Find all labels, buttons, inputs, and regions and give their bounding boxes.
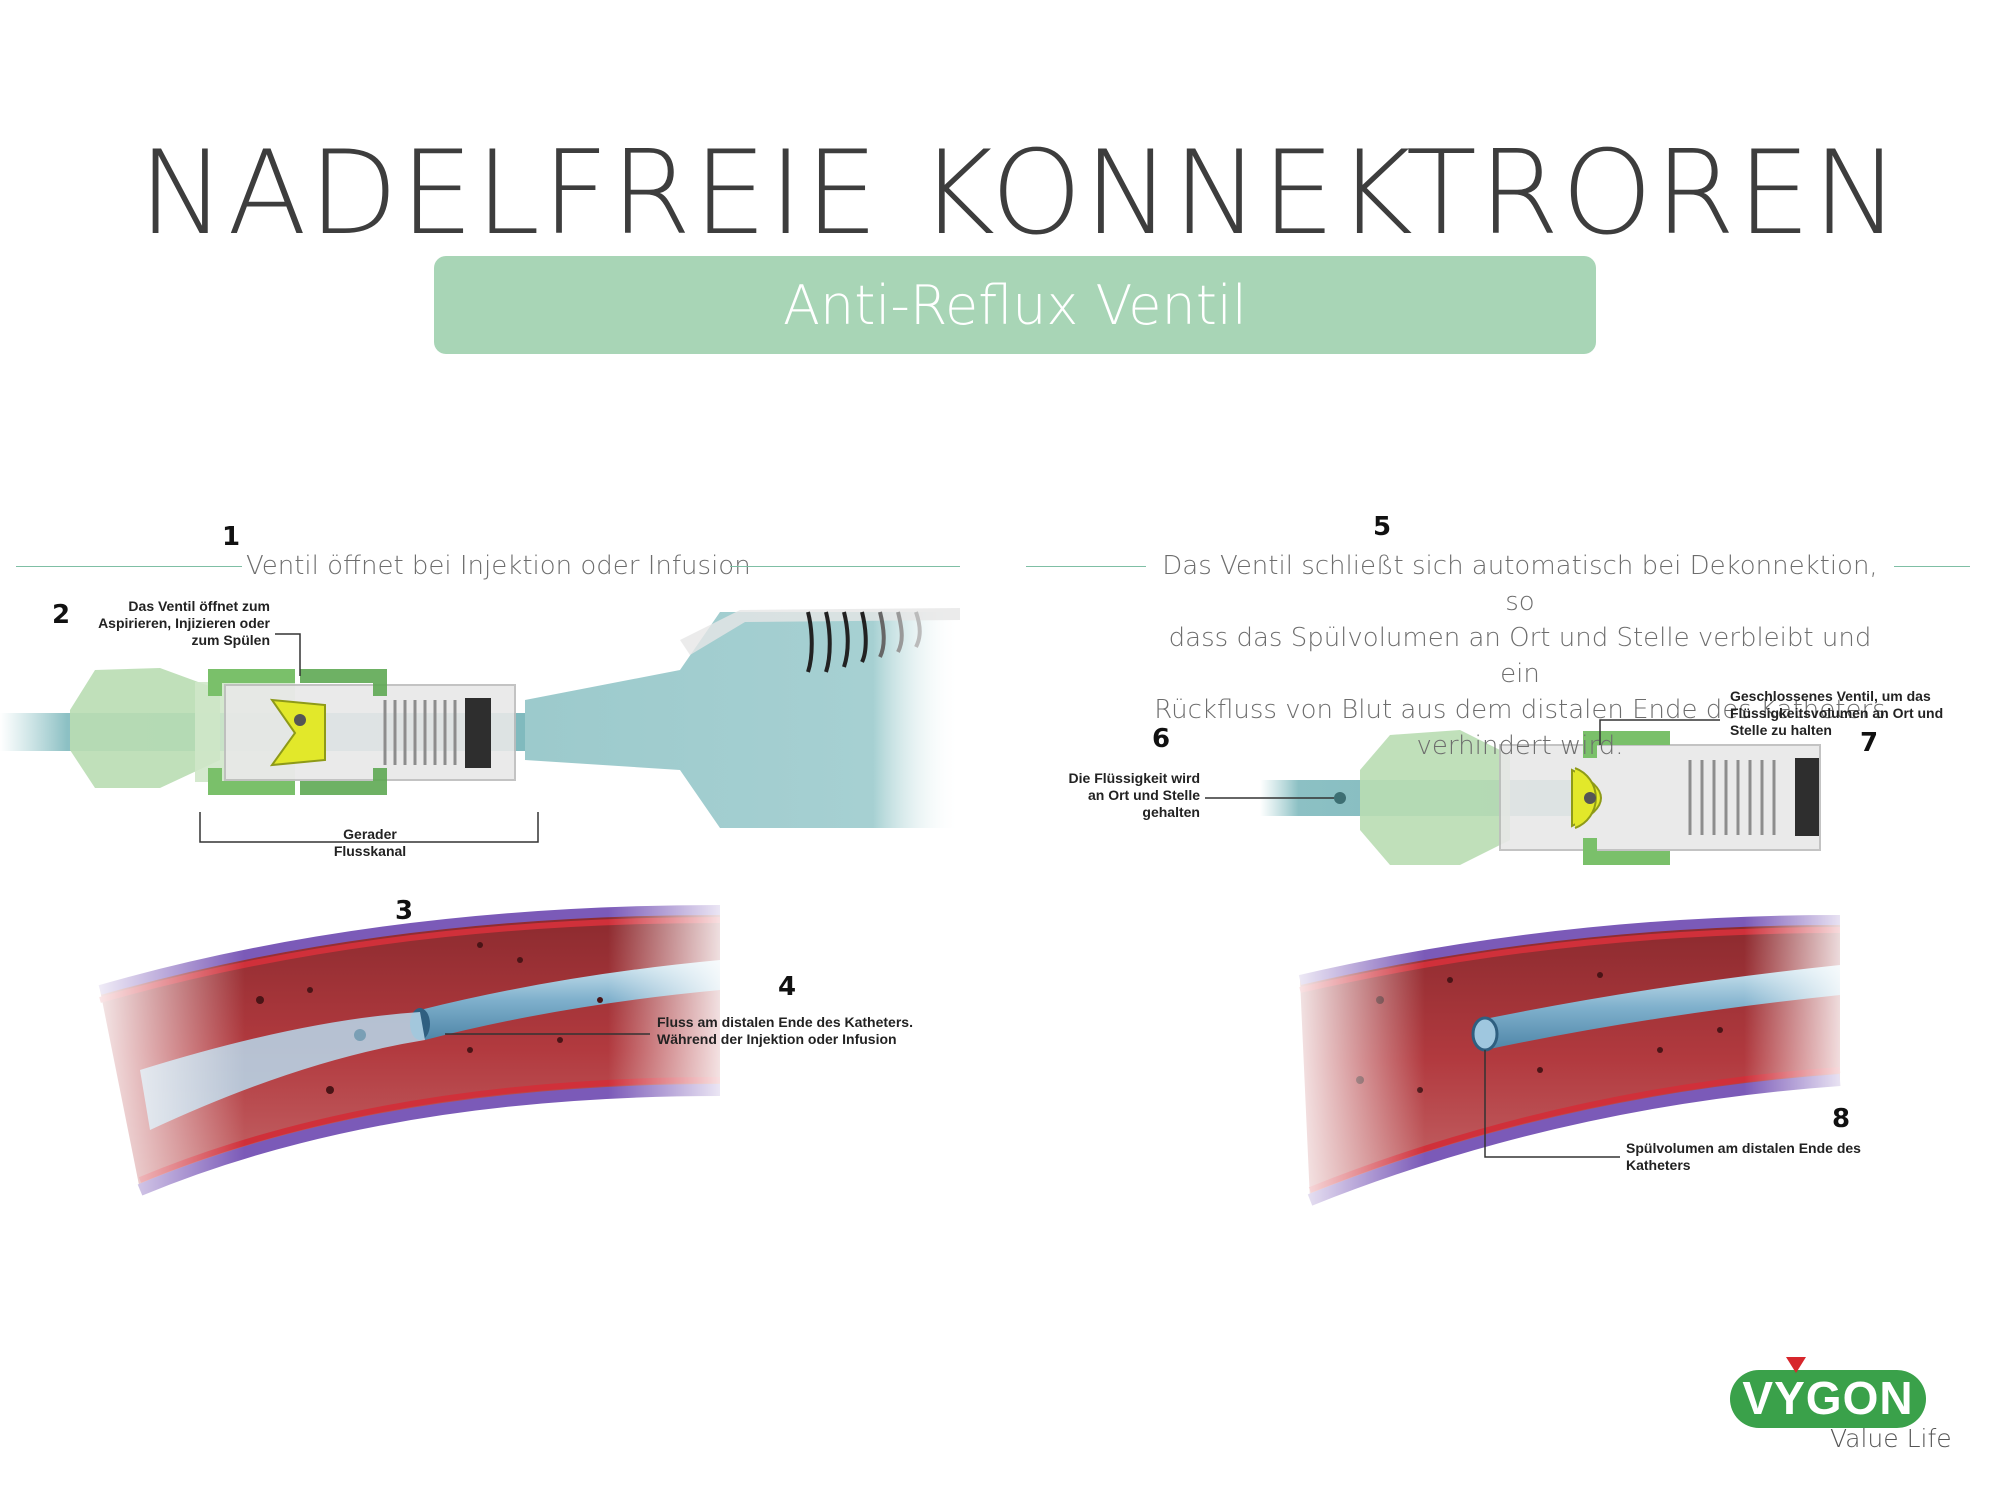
right-vessel-illustration	[1280, 900, 1860, 1210]
left-vessel-illustration	[80, 900, 740, 1200]
left-connector-illustration	[0, 608, 960, 843]
step-5-number: 5	[1373, 512, 1392, 542]
step-5-line-3: Rückfluss von Blut aus dem distalen Ende…	[1154, 695, 1886, 725]
step-2-line-3: zum Spülen	[191, 632, 270, 648]
step-3-number: 3	[395, 896, 414, 926]
step-1-number: 1	[222, 522, 241, 552]
step-6-line-2: an Ort und Stelle	[1087, 787, 1200, 803]
syringe-graduation	[806, 611, 922, 673]
step-8-line-1: Spülvolumen am distalen Ende des	[1626, 1140, 1861, 1156]
step-5-line-4: verhindert wird.	[1416, 731, 1624, 761]
connector-cap-right	[1360, 730, 1510, 865]
brand-tagline: Value Life	[1830, 1424, 1952, 1453]
step-7-label: Geschlossenes Ventil, um das Flüssigkeit…	[1730, 688, 1980, 739]
step-2-number: 2	[52, 600, 71, 630]
valve-frame-left	[208, 669, 295, 795]
step-4-label: Fluss am distalen Ende des Katheters. Wä…	[657, 1014, 977, 1048]
callout-line-7	[1599, 719, 1720, 745]
step-4-line-2: Während der Injektion oder Infusion	[657, 1031, 897, 1047]
step-7-line-2: Flüssigkeitsvolumen an Ort und	[1730, 705, 1944, 721]
step-1-heading: Ventil öffnet bei Injektion oder Infusio…	[246, 551, 751, 581]
step-5-line-2: dass das Spülvolumen an Ort und Stelle v…	[1168, 623, 1872, 689]
valve-open-left	[269, 698, 326, 767]
step-2-line-2: Aspirieren, Injizieren oder	[98, 615, 270, 631]
vessel-fade-left	[80, 900, 740, 1200]
step-6-number: 6	[1152, 724, 1171, 754]
callout-line-2	[275, 633, 301, 676]
step-2-line-1: Das Ventil öffnet zum	[128, 598, 270, 614]
step-7-number: 7	[1860, 728, 1879, 758]
rule-left-a	[16, 566, 242, 567]
step-5-heading: Das Ventil schließt sich automatisch bei…	[1150, 548, 1890, 764]
step-2-label: Das Ventil öffnet zum Aspirieren, Injizi…	[70, 598, 270, 649]
step-4-number: 4	[778, 972, 797, 1002]
right-connector-illustration	[1205, 719, 1821, 865]
rule-left-b	[730, 566, 960, 567]
valve-pin-right	[1584, 792, 1596, 804]
channel-line-1: Gerader	[343, 826, 397, 842]
channel-label: Gerader Flusskanal	[310, 826, 430, 860]
brand-name: VYGON	[1742, 1372, 1914, 1424]
spring-right	[1688, 760, 1776, 835]
step-6-line-3: gehalten	[1142, 804, 1200, 820]
valve-frame-right	[1583, 731, 1670, 865]
page-title: NADELFREIE KONNEKTROREN	[138, 126, 1902, 261]
spring-left	[383, 700, 457, 765]
step-5-line-1: Das Ventil schließt sich automatisch bei…	[1162, 551, 1878, 617]
step-4-line-1: Fluss am distalen Ende des Katheters.	[657, 1014, 913, 1030]
logo-triangle	[1786, 1357, 1806, 1373]
subtitle-text: Anti-Reflux Ventil	[783, 273, 1247, 337]
valve-frame-left-b	[300, 669, 387, 795]
fluid-marker-right	[1334, 792, 1346, 804]
connector-cap-left	[70, 668, 220, 788]
step-7-line-3: Stelle zu halten	[1730, 722, 1832, 738]
subtitle-banner: Anti-Reflux Ventil	[434, 256, 1596, 354]
step-8-line-2: Katheters	[1626, 1157, 1691, 1173]
rule-right-b	[1894, 566, 1970, 567]
channel-line-2: Flusskanal	[333, 843, 407, 859]
syringe-rim	[680, 608, 960, 655]
step-7-line-1: Geschlossenes Ventil, um das	[1730, 688, 1931, 704]
rule-right-a	[1026, 566, 1146, 567]
vessel-fade-right	[1280, 900, 1860, 1210]
step-8-number: 8	[1832, 1104, 1851, 1134]
logo-pill	[1730, 1370, 1926, 1428]
syringe-body	[525, 612, 960, 828]
valve-pin-left	[294, 714, 306, 726]
seal-left	[465, 698, 491, 768]
step-6-label: Die Flüssigkeit wird an Ort und Stelle g…	[1000, 770, 1200, 821]
callout-bracket-channel	[199, 812, 539, 843]
seal-right	[1795, 758, 1819, 836]
step-8-label: Spülvolumen am distalen Ende des Kathete…	[1626, 1140, 1926, 1174]
step-6-line-1: Die Flüssigkeit wird	[1068, 770, 1200, 786]
callout-line-8	[1484, 1050, 1620, 1158]
vygon-logo	[1730, 1357, 1926, 1428]
